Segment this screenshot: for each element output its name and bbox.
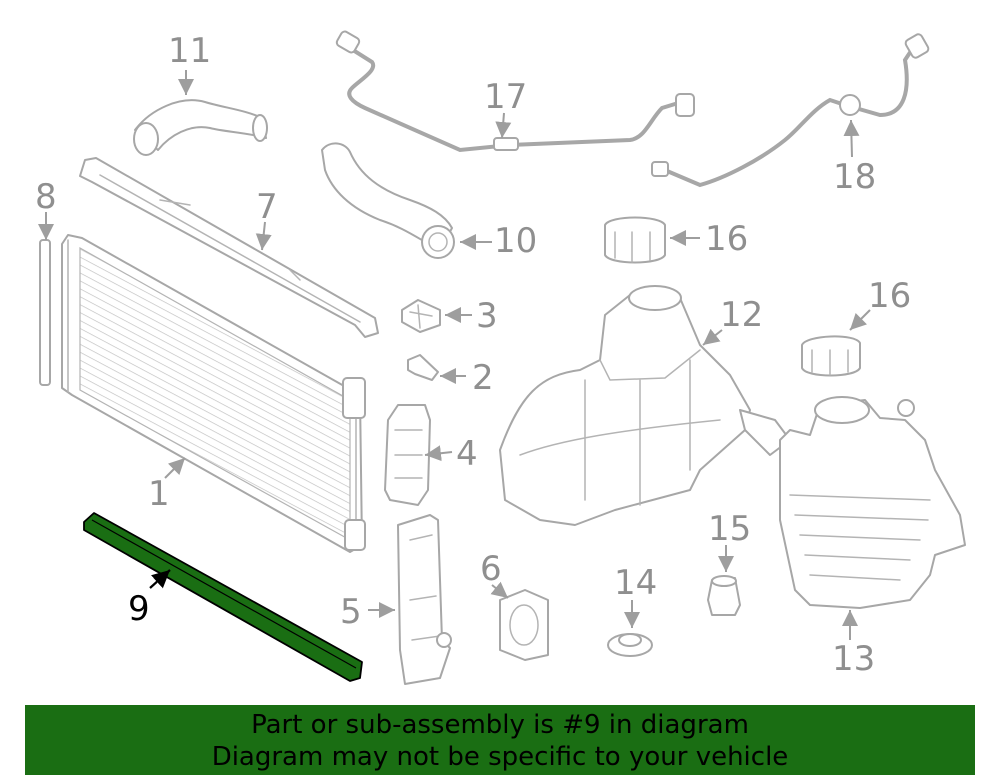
callout-14: 14: [614, 563, 657, 603]
callout-7: 7: [256, 187, 278, 227]
callout-12: 12: [720, 295, 763, 335]
part-16-cap-lower: [801, 335, 861, 377]
part-6-bracket: [499, 589, 549, 661]
callout-13: 13: [832, 639, 875, 679]
callout-17: 17: [484, 77, 527, 117]
callout-6: 6: [480, 549, 502, 589]
part-2-clip: [407, 354, 439, 381]
part-4-bracket: [384, 404, 431, 506]
part-8-seal: [39, 239, 51, 386]
callout-10: 10: [494, 221, 537, 261]
banner-line-1: Part or sub-assembly is #9 in diagram: [251, 710, 749, 740]
callout-18: 18: [833, 157, 876, 197]
part-5-side-bracket: [397, 514, 452, 685]
callout-2: 2: [472, 358, 494, 398]
parts-diagram: 11 8 7 1 9 17 10 3 2 4 5 6 14 15 16 16 1…: [35, 30, 966, 685]
part-14-grommet: [607, 633, 653, 657]
callout-16-upper: 16: [705, 219, 748, 259]
part-1-radiator: [61, 234, 366, 553]
part-11-hose: [133, 99, 268, 156]
callout-8: 8: [35, 177, 57, 217]
callout-4: 4: [456, 434, 478, 474]
part-16-cap-upper: [604, 216, 666, 264]
info-banner: Part or sub-assembly is #9 in diagram Di…: [25, 705, 975, 775]
callout-3: 3: [476, 296, 498, 336]
part-10-hose: [321, 142, 455, 259]
callout-1: 1: [148, 474, 170, 514]
part-13-surge-tank: [779, 396, 966, 609]
part-17-line: [335, 30, 695, 153]
leader-lines: [38, 70, 871, 640]
callout-5: 5: [340, 592, 362, 632]
part-12-reservoir: [499, 285, 791, 526]
callout-labels: 11 8 7 1 9 17 10 3 2 4 5 6 14 15 16 16 1…: [35, 31, 911, 679]
callout-11: 11: [168, 31, 211, 71]
part-3-clip: [401, 299, 441, 333]
callout-9: 9: [128, 589, 150, 629]
part-18-line: [651, 33, 930, 188]
part-7-upper-bracket: [79, 157, 379, 338]
callout-16-lower: 16: [868, 276, 911, 316]
callout-15: 15: [708, 509, 751, 549]
banner-line-2: Diagram may not be specific to your vehi…: [211, 742, 789, 772]
part-15-connector: [707, 575, 741, 616]
part-9-lower-seal: [83, 512, 363, 682]
